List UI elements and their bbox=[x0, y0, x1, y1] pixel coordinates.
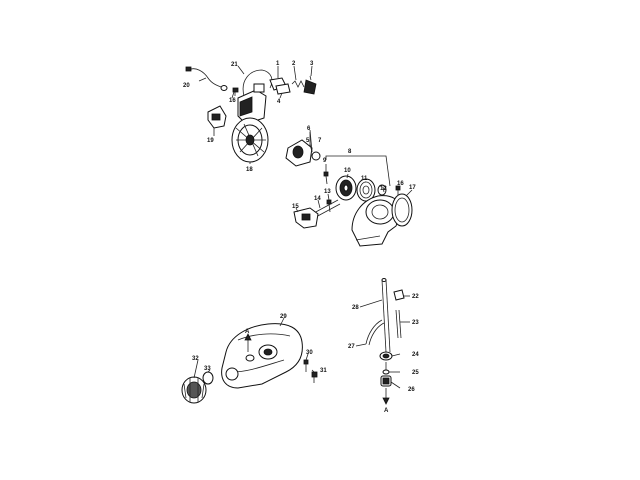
callout-4: 4 bbox=[277, 99, 281, 105]
part-33-gasket bbox=[202, 371, 214, 385]
part-18-flywheel bbox=[231, 117, 269, 163]
callout-9: 9 bbox=[323, 158, 327, 164]
part-17-cover bbox=[391, 193, 413, 227]
callout-24: 24 bbox=[412, 352, 419, 358]
callout-12: 12 bbox=[380, 186, 387, 192]
callout-16-right: 16 bbox=[397, 181, 404, 187]
part-24-fitting bbox=[379, 351, 393, 361]
callout-7: 7 bbox=[318, 138, 322, 144]
callout-11: 11 bbox=[361, 176, 368, 182]
callout-19: 19 bbox=[207, 138, 214, 144]
callout-28: 28 bbox=[352, 305, 359, 311]
callout-31: 31 bbox=[320, 368, 327, 374]
callout-17: 17 bbox=[409, 185, 416, 191]
part-31-screw bbox=[311, 371, 318, 383]
starter-group bbox=[285, 129, 413, 247]
part-5-6-pawl bbox=[285, 139, 321, 167]
part-29-fuel-tank bbox=[221, 323, 303, 389]
part-27-hose bbox=[365, 319, 385, 346]
fuel-tank-group bbox=[181, 323, 318, 404]
part-30-fitting bbox=[303, 359, 309, 372]
callout-a-fuel-line: A bbox=[384, 408, 389, 414]
callout-3: 3 bbox=[310, 61, 314, 67]
callout-2: 2 bbox=[292, 61, 296, 67]
part-20-wire bbox=[185, 66, 228, 91]
callout-13: 13 bbox=[324, 189, 331, 195]
callout-a-tank: A bbox=[245, 329, 250, 335]
part-3-terminal bbox=[303, 75, 317, 95]
part-4-boot bbox=[275, 83, 291, 95]
callout-21: 21 bbox=[231, 62, 238, 68]
callout-22: 22 bbox=[412, 294, 419, 300]
fuel-line-group bbox=[365, 278, 405, 405]
callout-30: 30 bbox=[306, 350, 313, 356]
callout-29: 29 bbox=[280, 314, 287, 320]
callout-6: 6 bbox=[307, 126, 311, 132]
part-32-fuel-cap bbox=[181, 376, 207, 404]
callout-33: 33 bbox=[204, 366, 211, 372]
ignition-group bbox=[185, 66, 317, 163]
part-9-screw bbox=[323, 171, 329, 185]
callout-14: 14 bbox=[314, 196, 321, 202]
callout-23: 23 bbox=[412, 320, 419, 326]
part-22-grommet bbox=[393, 289, 405, 301]
part-28-fuel-tube bbox=[381, 278, 391, 353]
callout-20: 20 bbox=[183, 83, 190, 89]
part-2-spring bbox=[291, 80, 305, 88]
callout-25: 25 bbox=[412, 370, 419, 376]
callout-10: 10 bbox=[344, 168, 351, 174]
part-23-return-tube bbox=[395, 309, 402, 339]
callout-18: 18 bbox=[246, 167, 253, 173]
callout-5: 5 bbox=[306, 138, 310, 144]
callout-27: 27 bbox=[348, 344, 355, 350]
part-26-fuel-filter bbox=[380, 375, 392, 387]
callout-15: 15 bbox=[292, 204, 299, 210]
part-16-screw bbox=[232, 87, 239, 96]
part-15-handle bbox=[293, 207, 319, 229]
part-19-bracket bbox=[207, 105, 227, 129]
tank-arrow-a bbox=[244, 333, 252, 352]
part-21-ignition-module bbox=[237, 69, 273, 125]
callout-32: 32 bbox=[192, 356, 199, 362]
leader-lines bbox=[193, 65, 413, 389]
callout-labels: 1 2 3 4 5 6 7 8 9 10 11 12 13 14 15 16 1… bbox=[183, 61, 419, 414]
part-25-clamp bbox=[382, 362, 390, 375]
fuel-line-arrow-a bbox=[382, 388, 390, 405]
callout-26: 26 bbox=[408, 387, 415, 393]
callout-8: 8 bbox=[348, 149, 352, 155]
part-10-pulley bbox=[335, 175, 357, 201]
part-14-rope bbox=[311, 199, 341, 219]
part-12-washer bbox=[377, 184, 387, 196]
callout-1: 1 bbox=[276, 61, 280, 67]
callout-16: 16 bbox=[229, 98, 236, 104]
